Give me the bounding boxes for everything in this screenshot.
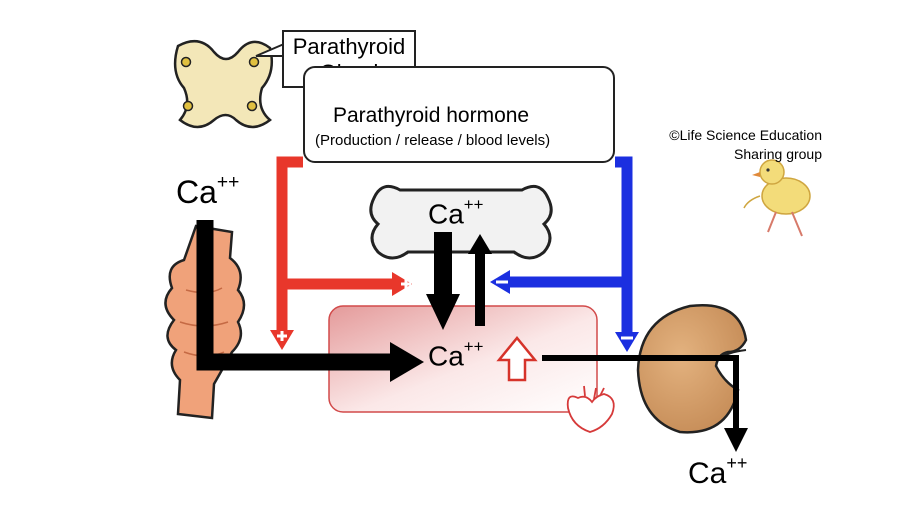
blood-calcium-increase-arrow-icon: [496, 336, 538, 382]
inhibit-pathway: [510, 156, 633, 332]
heart-icon: [566, 385, 615, 433]
plus-sign-intestine: [277, 331, 287, 341]
chick-icon: [743, 159, 811, 237]
calcium-bone-release-arrow: [426, 232, 460, 330]
parathyroid-gland-icon: [173, 39, 273, 129]
kidney-icon: [636, 304, 748, 434]
calcium-bone-deposit-arrow: [468, 234, 492, 326]
plus-sign-bone: [401, 279, 411, 289]
calcium-label-blood: Ca++: [428, 337, 484, 372]
gland-label-line1: Parathyroid: [292, 34, 406, 59]
calcium-label-urine: Ca++: [688, 453, 748, 490]
credit-line2: Sharing group: [734, 146, 822, 162]
hormone-title: Parathyroid hormone: [333, 104, 530, 127]
credit-line1: ©Life Science Education: [669, 127, 822, 143]
calcium-excretion-arrow: [542, 355, 748, 452]
hormone-box: Parathyroid hormone (Production / releas…: [303, 66, 615, 163]
callout-pointer: [255, 43, 285, 57]
calcium-absorption-arrow: [196, 220, 424, 382]
stimulate-pathway: [276, 156, 392, 330]
credit-text: ©Life Science Education Sharing group: [668, 126, 822, 164]
inhibit-arrowhead-kidney: [615, 332, 639, 352]
bone-icon: [369, 184, 553, 260]
calcium-label-diet: Ca++: [176, 172, 240, 210]
hormone-subtitle: (Production / release / blood levels): [315, 132, 551, 149]
calcium-label-bone: Ca++: [428, 195, 484, 230]
